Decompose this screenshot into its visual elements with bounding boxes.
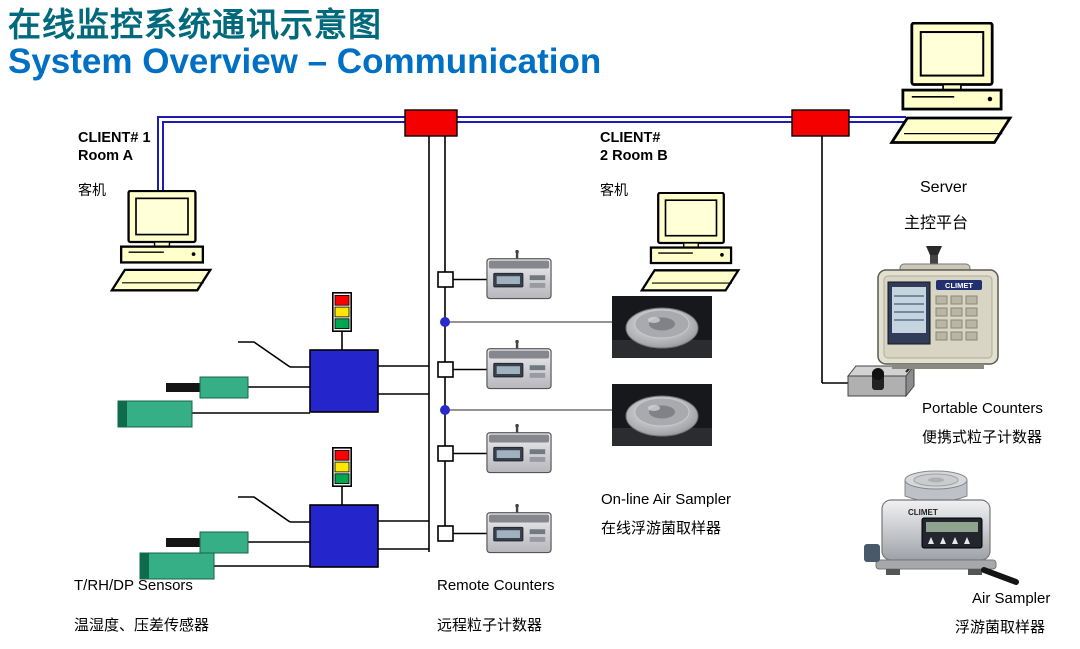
keypad [935,295,978,341]
server-label-zh: 主控平台 [904,215,969,232]
sensor-group-1 [117,341,310,428]
sampler-lid-center [928,477,944,483]
sampler-accessory [864,544,880,562]
trunk-node-2 [437,361,454,378]
remote-counter-icon-3 [485,424,553,474]
sensors-label-zh: 温湿度、压差传感器 [74,617,210,634]
remote-counters-label-zh: 远程粒子计数器 [437,617,543,634]
probe-sensor [199,531,249,554]
remote-counters-label: Remote Counters [437,577,555,594]
panel-buttons [928,537,970,544]
client2-label-line2: 2 Room B [600,148,668,164]
sampler-foot-left [886,569,900,575]
probe-stem [930,255,938,264]
online-air-sampler-photo-2 [612,384,712,446]
sensor-probe-tip [872,368,884,380]
remote-counter-icon-1 [485,250,553,300]
online-air-sampler-label: On-line Air Sampler [601,491,732,508]
server-computer-icon [890,22,1012,144]
trunk-node-3 [437,445,454,462]
controller-box-1 [309,349,379,413]
network-hub-2 [791,109,850,137]
status-light-icon-1 [332,292,352,332]
switch-symbol [238,341,291,368]
network-bus-outer-line [157,116,906,197]
network-hub-1 [404,109,458,137]
air-sampler-device: CLIMET [864,470,1019,585]
probe-connector [166,383,200,392]
trunk-tap-dot-2 [440,405,450,415]
air-sampler-label: Air Sampler [972,590,1051,607]
brand-label: CLIMET [908,508,938,517]
client2-computer-icon [640,192,740,292]
transmitter-sensor [117,400,193,428]
trunk-tap-dot-1 [440,317,450,327]
controller-box-2 [309,504,379,568]
portable-counters-label-zh: 便携式粒子计数器 [922,429,1043,446]
counter-base [892,364,984,369]
trunk-node-1 [437,271,454,288]
probe-sensor [199,376,249,399]
probe-connector [166,538,200,547]
portable-counter-device: CLIMET [872,246,999,390]
remote-counter-icon-2 [485,340,553,390]
switch-symbol [238,496,291,523]
client2-label: CLIENT# 2 Room B [600,129,668,165]
trunk-node-4 [437,525,454,542]
isokinetic-probe-icon [926,246,942,255]
client1-label-line1: CLIENT# 1 [78,130,151,146]
transmitter-cap [118,401,127,427]
client1-computer-icon [110,190,212,292]
remote-counter-icon-4 [485,504,553,554]
page-title-en: System Overview – Communication [8,42,602,81]
server-label: Server [920,179,968,196]
client2-label-line1: CLIENT# [600,130,661,146]
online-air-sampler-label-zh: 在线浮游菌取样器 [601,520,722,537]
screen-glass [892,287,926,333]
page-title-zh: 在线监控系统通讯示意图 [8,6,382,43]
client1-label: CLIENT# 1 Room A [78,129,151,165]
transmitter-cap [140,553,149,579]
brand-strip [936,280,982,290]
sampler-foot-right [968,569,982,575]
sampler-wand [981,567,1019,585]
sensors-label: T/RH/DP Sensors [74,577,193,594]
status-light-icon-2 [332,447,352,487]
network-bus-inner-line [162,121,906,197]
sampler-base [875,559,997,570]
sensor-group-2 [139,496,310,580]
client1-label-line2: Room A [78,148,134,164]
client1-label-zh: 客机 [78,182,106,198]
brand-label: CLIMET [945,281,973,290]
air-sampler-label-zh: 浮游菌取样器 [955,619,1046,636]
sampler-display [926,522,978,532]
client2-label-zh: 客机 [600,182,628,198]
online-air-sampler-photo-1 [612,296,712,358]
portable-counters-label: Portable Counters [922,400,1043,417]
transmitter-sensor [139,552,215,580]
